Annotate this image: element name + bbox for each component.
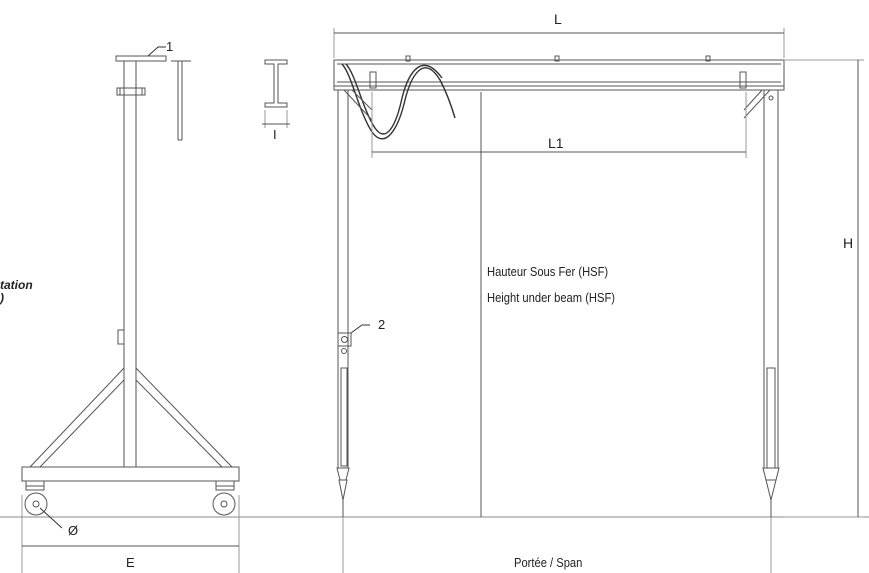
front-view — [334, 28, 864, 573]
side-view — [22, 47, 239, 573]
label-hsf-fr: Hauteur Sous Fer (HSF) — [487, 264, 609, 279]
left-wheel — [25, 493, 47, 515]
label-cut-line1: tation — [0, 278, 33, 292]
label-callout-2: 2 — [378, 317, 386, 332]
festoon-cable — [342, 64, 455, 139]
i-beam-profile — [262, 60, 290, 128]
label-E: E — [126, 555, 135, 570]
label-wheel-diameter: Ø — [68, 523, 79, 538]
base-beam — [22, 467, 239, 481]
main-beam — [334, 60, 784, 90]
top-plate — [116, 56, 166, 61]
label-span: Portée / Span — [514, 555, 583, 570]
label-callout-1: 1 — [166, 39, 174, 54]
label-beam-I: I — [273, 127, 277, 142]
label-L: L — [554, 11, 562, 27]
label-cut-line2: ) — [0, 291, 4, 305]
label-H: H — [843, 235, 854, 251]
right-wheel — [213, 493, 235, 515]
label-hsf-en: Height under beam (HSF) — [487, 290, 616, 305]
label-L1: L1 — [548, 135, 564, 151]
